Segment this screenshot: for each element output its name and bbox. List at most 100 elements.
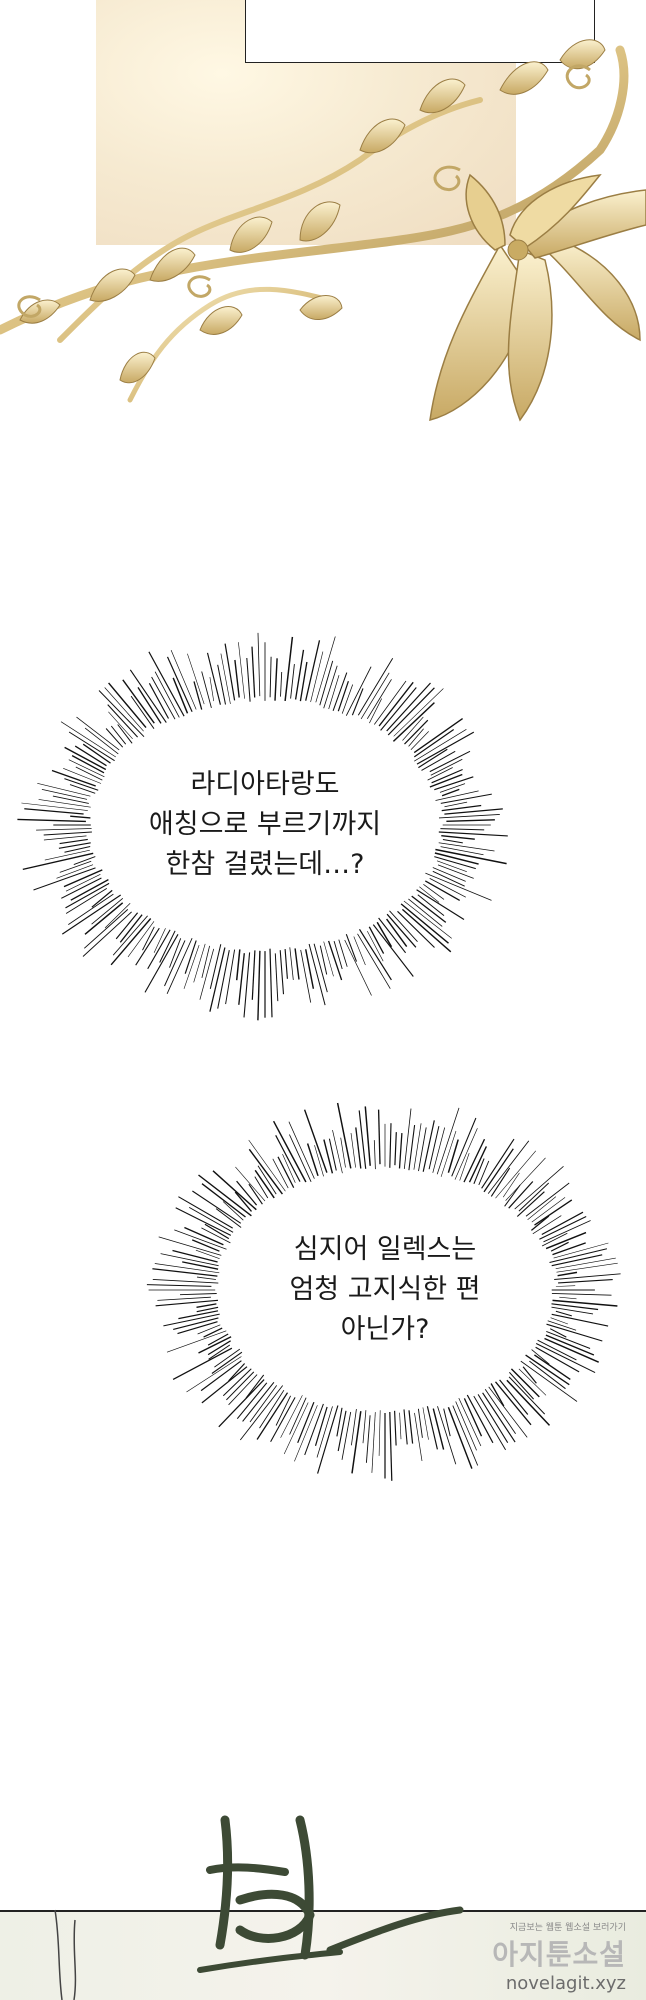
burst-ray (387, 687, 435, 736)
burst-ray (254, 1169, 275, 1199)
burst-ray (239, 1385, 284, 1441)
burst-ray (71, 755, 105, 774)
burst-ray (44, 849, 90, 861)
burst-ray (308, 943, 326, 1006)
burst-ray (217, 949, 230, 1009)
burst-ray (84, 902, 124, 935)
burst-ray (537, 1339, 577, 1361)
burst-ray (280, 671, 283, 697)
burst-ray (552, 1299, 618, 1307)
burst-ray (323, 1139, 334, 1174)
burst-ray (117, 724, 133, 744)
burst-ray (193, 681, 203, 710)
thought-burst-1: 라디아타랑도 애칭으로 부르기까지 한참 걸렸는데…? (10, 620, 520, 1030)
burst-ray (192, 1190, 242, 1224)
burst-ray (154, 671, 180, 718)
burst-ray (413, 729, 455, 758)
burst-line: 엄청 고지식한 편 (289, 1274, 481, 1305)
burst-ray (279, 950, 285, 995)
burst-ray (204, 1223, 230, 1240)
burst-ray (403, 900, 452, 939)
burst-ray (300, 949, 312, 1003)
burst-ray (157, 1296, 211, 1301)
burst-ray (553, 1242, 609, 1259)
burst-ray (191, 1239, 220, 1252)
burst-ray (110, 725, 127, 745)
burst-ray (159, 930, 176, 963)
burst-ray (115, 912, 139, 940)
burst-ray (541, 1232, 568, 1247)
burst-ray (545, 1231, 587, 1250)
burst-ray (290, 664, 295, 699)
burst-ray (444, 801, 468, 808)
burst-ray (84, 727, 119, 755)
burst-ray (105, 728, 124, 748)
burst-ray (547, 1320, 577, 1331)
burst-ray (481, 1138, 515, 1189)
burst-line: 한참 걸렸는데…? (165, 849, 365, 880)
burst-text: 심지어 일렉스는 엄청 고지식한 편 아닌가? (140, 1090, 630, 1490)
burst-ray (413, 718, 463, 754)
burst-ray (212, 1170, 257, 1211)
burst-ray (196, 1276, 216, 1280)
burst-ray (37, 783, 91, 797)
burst-ray (425, 872, 492, 901)
burst-ray (531, 1349, 550, 1365)
burst-ray (196, 1306, 219, 1313)
burst-ray (495, 1150, 537, 1199)
burst-ray (82, 743, 111, 764)
burst-text: 라디아타랑도 애칭으로 부르기까지 한참 걸렸는데…? (10, 620, 520, 1030)
burst-ray (297, 1401, 315, 1444)
burst-ray (317, 1405, 339, 1474)
burst-ray (170, 649, 197, 710)
burst-ray (442, 838, 463, 844)
burst-ray (110, 918, 152, 966)
burst-ray (76, 716, 120, 751)
watermark-brand: 아지툰소설 (492, 1938, 626, 1971)
burst-ray (429, 750, 471, 773)
burst-ray (104, 902, 131, 929)
burst-ray (549, 1248, 608, 1263)
burst-ray (525, 1182, 570, 1217)
burst-ray (148, 683, 170, 719)
burst-ray (340, 1137, 346, 1168)
burst-ray (36, 828, 92, 831)
burst-ray (310, 651, 324, 703)
burst-ray (235, 949, 241, 981)
burst-ray (477, 1394, 509, 1443)
burst-ray (401, 908, 452, 953)
burst-ray (323, 665, 338, 709)
burst-ray (332, 1130, 343, 1174)
bottom-panel (0, 1780, 646, 2000)
burst-ray (154, 1263, 220, 1274)
burst-ray (316, 1406, 333, 1458)
burst-ray (166, 1330, 227, 1353)
burst-ray (440, 793, 492, 804)
burst-ray (440, 846, 484, 856)
burst-ray (432, 870, 465, 887)
burst-ray (546, 1330, 591, 1349)
burst-ray (429, 773, 463, 788)
burst-ray (534, 1199, 573, 1226)
burst-ray (21, 802, 88, 811)
burst-ray (437, 1406, 457, 1465)
burst-ray (478, 1160, 490, 1186)
burst-ray (416, 889, 465, 920)
burst-ray (33, 867, 96, 891)
burst-ray (441, 835, 475, 840)
burst-ray (158, 1236, 222, 1256)
burst-ray (495, 1381, 532, 1426)
burst-ray (284, 949, 288, 979)
burst-ray (551, 1303, 599, 1311)
burst-ray (236, 1382, 268, 1420)
burst-ray (345, 934, 358, 962)
burst-rays (146, 1102, 621, 1481)
burst-ray (504, 1184, 521, 1207)
burst-ray (289, 1397, 307, 1435)
burst-ray (418, 1127, 427, 1172)
burst-ray (336, 1407, 343, 1437)
burst-ray (294, 1405, 318, 1462)
burst-ray (108, 682, 147, 729)
burst-ray (357, 657, 394, 716)
burst-ray (199, 948, 215, 1000)
